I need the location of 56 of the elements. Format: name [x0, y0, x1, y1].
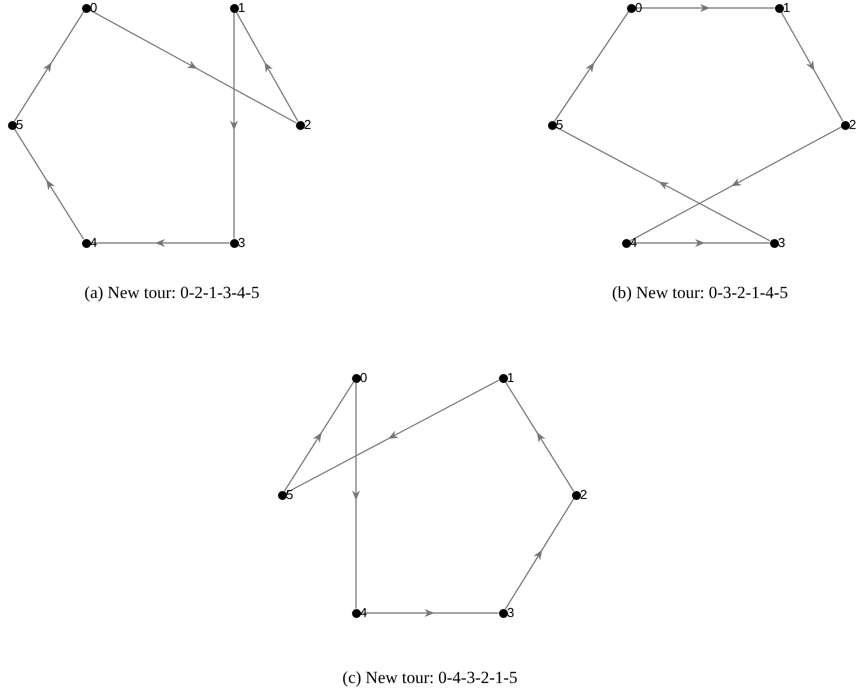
- arrow: [504, 498, 574, 610]
- vertex-number: 3: [778, 236, 786, 250]
- arrow: [14, 128, 84, 240]
- vertex-dot: [498, 374, 508, 382]
- arrow: [360, 609, 498, 617]
- vertex-number: 1: [238, 1, 246, 15]
- vertex-number: 3: [238, 236, 246, 250]
- vertex-dot: [622, 238, 630, 248]
- vertex-dot: [296, 120, 304, 130]
- arrow: [630, 126, 842, 242]
- vertex-number: 4: [90, 236, 98, 250]
- vertex-number: 2: [849, 118, 856, 132]
- panel-caption: (a) New tour: 0-2-1-3-4-5: [84, 283, 260, 303]
- vertex-dot: [770, 238, 778, 248]
- arrow: [554, 11, 629, 122]
- arrow: [236, 12, 298, 122]
- vertex-number: 5: [16, 118, 24, 132]
- vertex-number: 0: [635, 1, 642, 15]
- vertex-number: 4: [630, 236, 638, 250]
- arrow: [630, 239, 770, 247]
- arrow: [286, 380, 500, 494]
- vertex-number: 2: [580, 488, 588, 502]
- vertex-dot: [626, 4, 636, 12]
- vertex-number: 3: [507, 606, 514, 620]
- vertex-dot: [230, 238, 238, 248]
- vertex-dot: [82, 238, 90, 248]
- arrow: [504, 382, 574, 492]
- vertex-number: 5: [556, 118, 564, 132]
- vertex-dot: [498, 608, 508, 618]
- vertex-number: 1: [507, 371, 514, 385]
- vertex-number: 0: [360, 371, 368, 385]
- panel-caption: (b) New tour: 0-3-2-1-4-5: [612, 283, 788, 303]
- arrow: [780, 12, 844, 122]
- vertex-dot: [278, 490, 286, 500]
- vertex-dot: [572, 490, 580, 500]
- arrow: [14, 11, 84, 122]
- vertex-dot: [840, 120, 850, 130]
- vertex-dot: [352, 608, 360, 618]
- vertex-dot: [548, 120, 556, 130]
- arrow: [230, 12, 238, 238]
- arrow: [90, 10, 296, 124]
- vertex-dot: [774, 4, 784, 12]
- arrow: [636, 4, 774, 12]
- arrow: [284, 381, 354, 492]
- vertex-dot: [230, 4, 238, 12]
- arrow: [90, 239, 230, 247]
- vertex-number: 0: [90, 1, 98, 15]
- arrow: [352, 382, 360, 608]
- vertex-number: 2: [304, 118, 312, 132]
- vertex-number: 1: [783, 1, 790, 15]
- vertex-dot: [8, 120, 16, 130]
- vertex-number: 4: [360, 606, 368, 620]
- vertex-dot: [82, 4, 90, 12]
- panel-caption: (c) New tour: 0-4-3-2-1-5: [342, 668, 518, 688]
- vertex-number: 5: [286, 488, 294, 502]
- vertex-dot: [352, 374, 360, 382]
